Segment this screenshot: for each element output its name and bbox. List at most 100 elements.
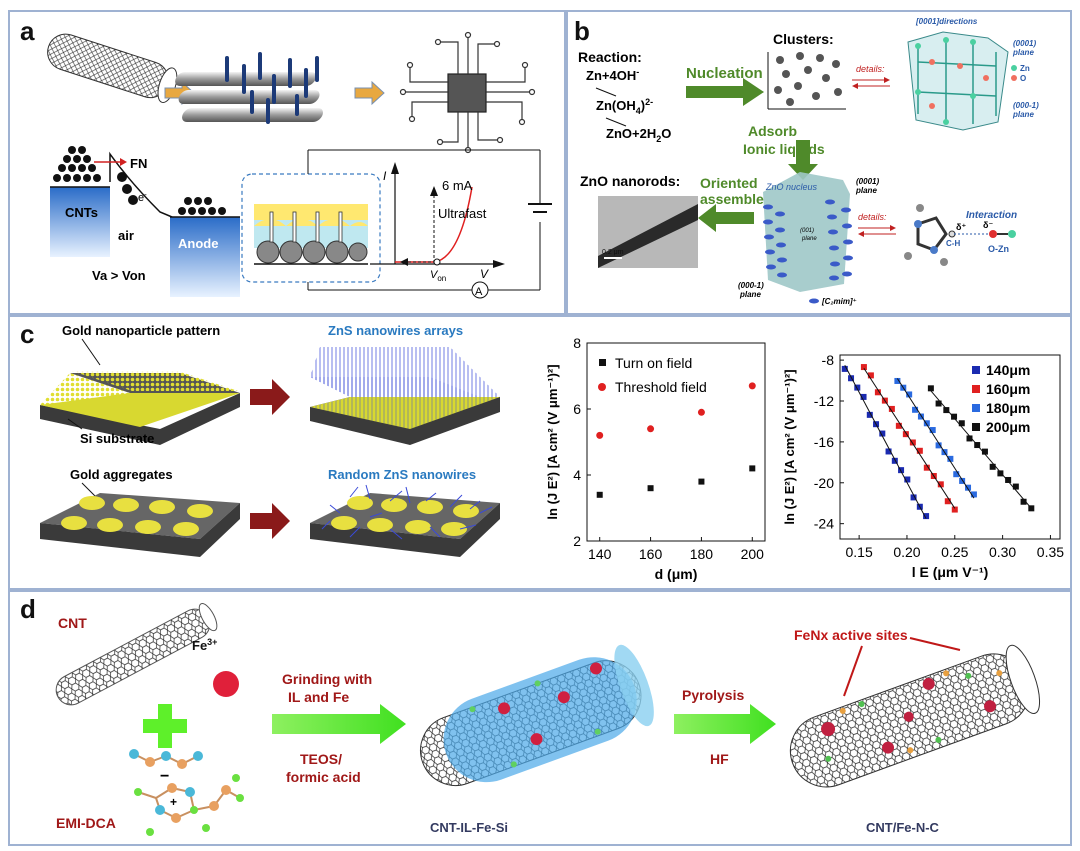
plot-frame (586, 342, 766, 542)
data-point (944, 498, 951, 505)
von-label: Von (430, 269, 446, 283)
cnt-fe-n-c-illustration (789, 644, 1041, 788)
data-point (698, 478, 705, 485)
zno-crystal-structure: [0001]directions (0001) plane Zn O (000-… (907, 17, 1039, 131)
equation-1: Zn+4OH- (586, 67, 639, 83)
circuit-diagram (307, 149, 552, 299)
oriented-label: Oriented (700, 175, 758, 191)
fit-line (863, 368, 956, 509)
details-label-2: details: (858, 212, 887, 222)
interaction-illustration: Interaction δ⁺ δ⁻ C-H O-Zn (904, 204, 1017, 266)
data-point (937, 481, 944, 488)
electron-label: e- (138, 190, 147, 204)
zn-legend: Zn (1020, 64, 1030, 73)
y-axis-label: ln (J E²) [A cm² (V μm⁻¹)²] (545, 364, 560, 519)
x-tick-label: 0.35 (1037, 544, 1064, 560)
grinding-label-2: IL and Fe (288, 689, 349, 705)
legend-marker (599, 359, 606, 366)
y-tick-label: -20 (814, 475, 834, 491)
cnt-tube-d (55, 603, 218, 706)
si-substrate-label: Si substrate (80, 431, 154, 446)
data-point (891, 457, 898, 464)
plane-word: plane (1012, 110, 1034, 119)
gold-aggregates-substrate (40, 493, 240, 557)
plane-0001-label-2: (0001) (856, 177, 879, 186)
arrow-icon (686, 78, 764, 106)
zno-nucleus-illustration: ZnO nucleus (001) plane (0001) plane (00… (738, 172, 879, 306)
data-point (596, 431, 604, 439)
data-point (647, 425, 655, 433)
data-point (841, 365, 848, 372)
data-point (912, 406, 919, 413)
arrow-icon (698, 204, 754, 232)
x-tick-label: 160 (639, 546, 663, 562)
data-point (898, 467, 905, 474)
data-point (748, 382, 756, 390)
data-point (596, 491, 603, 498)
cnt-label: CNT (58, 615, 87, 631)
data-point (935, 400, 942, 407)
data-point (947, 455, 954, 462)
fit-line (896, 378, 975, 499)
data-point (951, 413, 958, 420)
zno-nucleus-label: ZnO nucleus (765, 182, 818, 192)
data-point (989, 463, 996, 470)
o-legend: O (1020, 74, 1026, 83)
legend-marker (972, 423, 980, 431)
ammeter-label: A (475, 286, 483, 298)
data-point (848, 375, 855, 382)
data-point (923, 513, 930, 520)
nucleation-label: Nucleation (686, 65, 763, 82)
fit-line (930, 390, 1032, 509)
axis-i-label: I (383, 169, 387, 183)
data-point (970, 491, 977, 498)
cnts-label: CNTs (65, 205, 98, 220)
gold-pattern-substrate (40, 371, 240, 445)
x-tick-label: 180 (690, 546, 714, 562)
plot-frame (839, 354, 1061, 540)
emi-dca-molecule (129, 749, 244, 836)
x-tick-label: 0.30 (989, 544, 1016, 560)
legend-marker (972, 404, 980, 412)
data-point (923, 464, 930, 471)
data-point (917, 413, 924, 420)
plane-word: plane (1012, 48, 1034, 57)
plane-001-label: (001) (800, 228, 814, 234)
arrow-icon (788, 140, 818, 180)
data-point (981, 448, 988, 455)
y-tick-label: -8 (822, 352, 835, 368)
iv-curve-plot: I V 6 mA Ultrafast Von (370, 162, 505, 283)
details-label-1: details: (856, 64, 885, 74)
teos-label-2: formic acid (286, 769, 361, 785)
y-axis-label: ln (J E²) [A cm² (V μm⁻¹)²] (782, 369, 797, 524)
nanorods-label: ZnO nanorods: (580, 173, 680, 189)
plus-sign: + (170, 795, 177, 809)
arrow-icon (272, 704, 406, 744)
ozn-label: O-Zn (988, 244, 1009, 254)
energy-band-diagram: FN e- CNTs air Anode Va > Von (50, 146, 240, 297)
data-point (1005, 476, 1012, 483)
hf-label: HF (710, 751, 729, 767)
fe-ion-icon (213, 671, 239, 697)
emitter-inset (241, 173, 381, 283)
data-point (1012, 483, 1019, 490)
adsorb-label: Adsorb (748, 123, 797, 139)
panel-c-illustrations: Gold nanoparticle pattern Si substrate Z… (40, 323, 500, 557)
legend-marker (972, 366, 980, 374)
y-tick-label: 4 (573, 467, 581, 483)
panel-c: c Gold nanoparticle pattern Si substrate… (8, 315, 1072, 590)
zns-arrays-illustration (310, 347, 500, 445)
data-point (966, 435, 973, 442)
fe3-label: Fe3+ (192, 637, 217, 653)
arrow-icon (354, 80, 385, 106)
y-tick-label: 6 (573, 401, 581, 417)
arrow-icon (250, 503, 290, 539)
y-tick-label: 8 (573, 335, 581, 351)
data-point (1020, 498, 1027, 505)
y-tick-label: -24 (814, 516, 834, 532)
data-point (959, 477, 966, 484)
data-point (885, 448, 892, 455)
plane-word: plane (801, 236, 817, 242)
data-point (647, 485, 654, 492)
